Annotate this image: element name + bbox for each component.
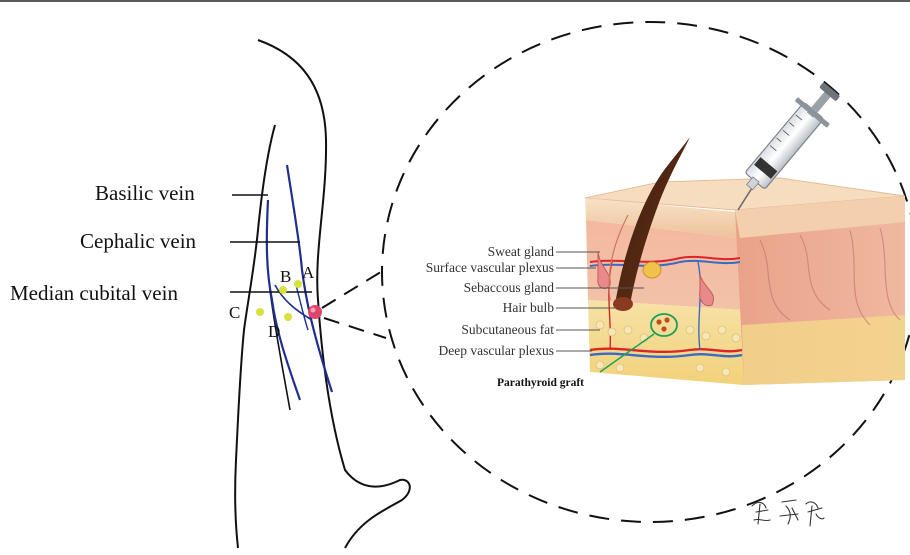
point-marker-a — [294, 280, 302, 288]
label-subcutaneous-fat: Subcutaneous fat — [461, 322, 554, 337]
parathyroid-graft-piece — [664, 317, 669, 322]
point-label-b: B — [280, 267, 291, 286]
author-signature — [752, 500, 824, 526]
label-parathyroid-graft: Parathyroid graft — [497, 377, 584, 389]
label-surface-vascular-plexus: Surface vascular plexus — [426, 260, 554, 275]
point-label-c: C — [229, 303, 240, 322]
point-marker-c — [256, 308, 264, 316]
point-marker-b — [279, 286, 287, 294]
label-deep-vascular-plexus: Deep vascular plexus — [439, 343, 554, 358]
point-label-a: A — [302, 263, 315, 282]
sebaceous-gland-shape — [643, 262, 661, 278]
parathyroid-graft-piece — [661, 326, 666, 331]
point-marker-d — [284, 313, 292, 321]
skin-side-fat — [742, 315, 905, 385]
magnifier-connector-top — [322, 270, 384, 308]
basilic-vein-label: Basilic vein — [95, 181, 195, 205]
point-label-d: D — [268, 322, 280, 341]
label-hair-bulb: Hair bulb — [503, 300, 555, 315]
skin-front-face-fat — [588, 300, 744, 385]
skin-cross-section — [585, 137, 905, 385]
label-sebaceous-gland: Sebaccous gland — [464, 280, 555, 295]
injection-site-marker — [308, 305, 322, 319]
label-sweat-gland: Sweat gland — [488, 244, 555, 259]
hair-bulb-shape — [613, 297, 633, 311]
magnifier-connector-bottom — [324, 318, 386, 338]
arm-illustration — [235, 40, 410, 548]
cephalic-vein-label: Cephalic vein — [80, 229, 197, 253]
median-cubital-vein-label: Median cubital vein — [10, 281, 178, 305]
parathyroid-graft-piece — [656, 319, 661, 324]
injection-site-highlight — [311, 308, 316, 313]
